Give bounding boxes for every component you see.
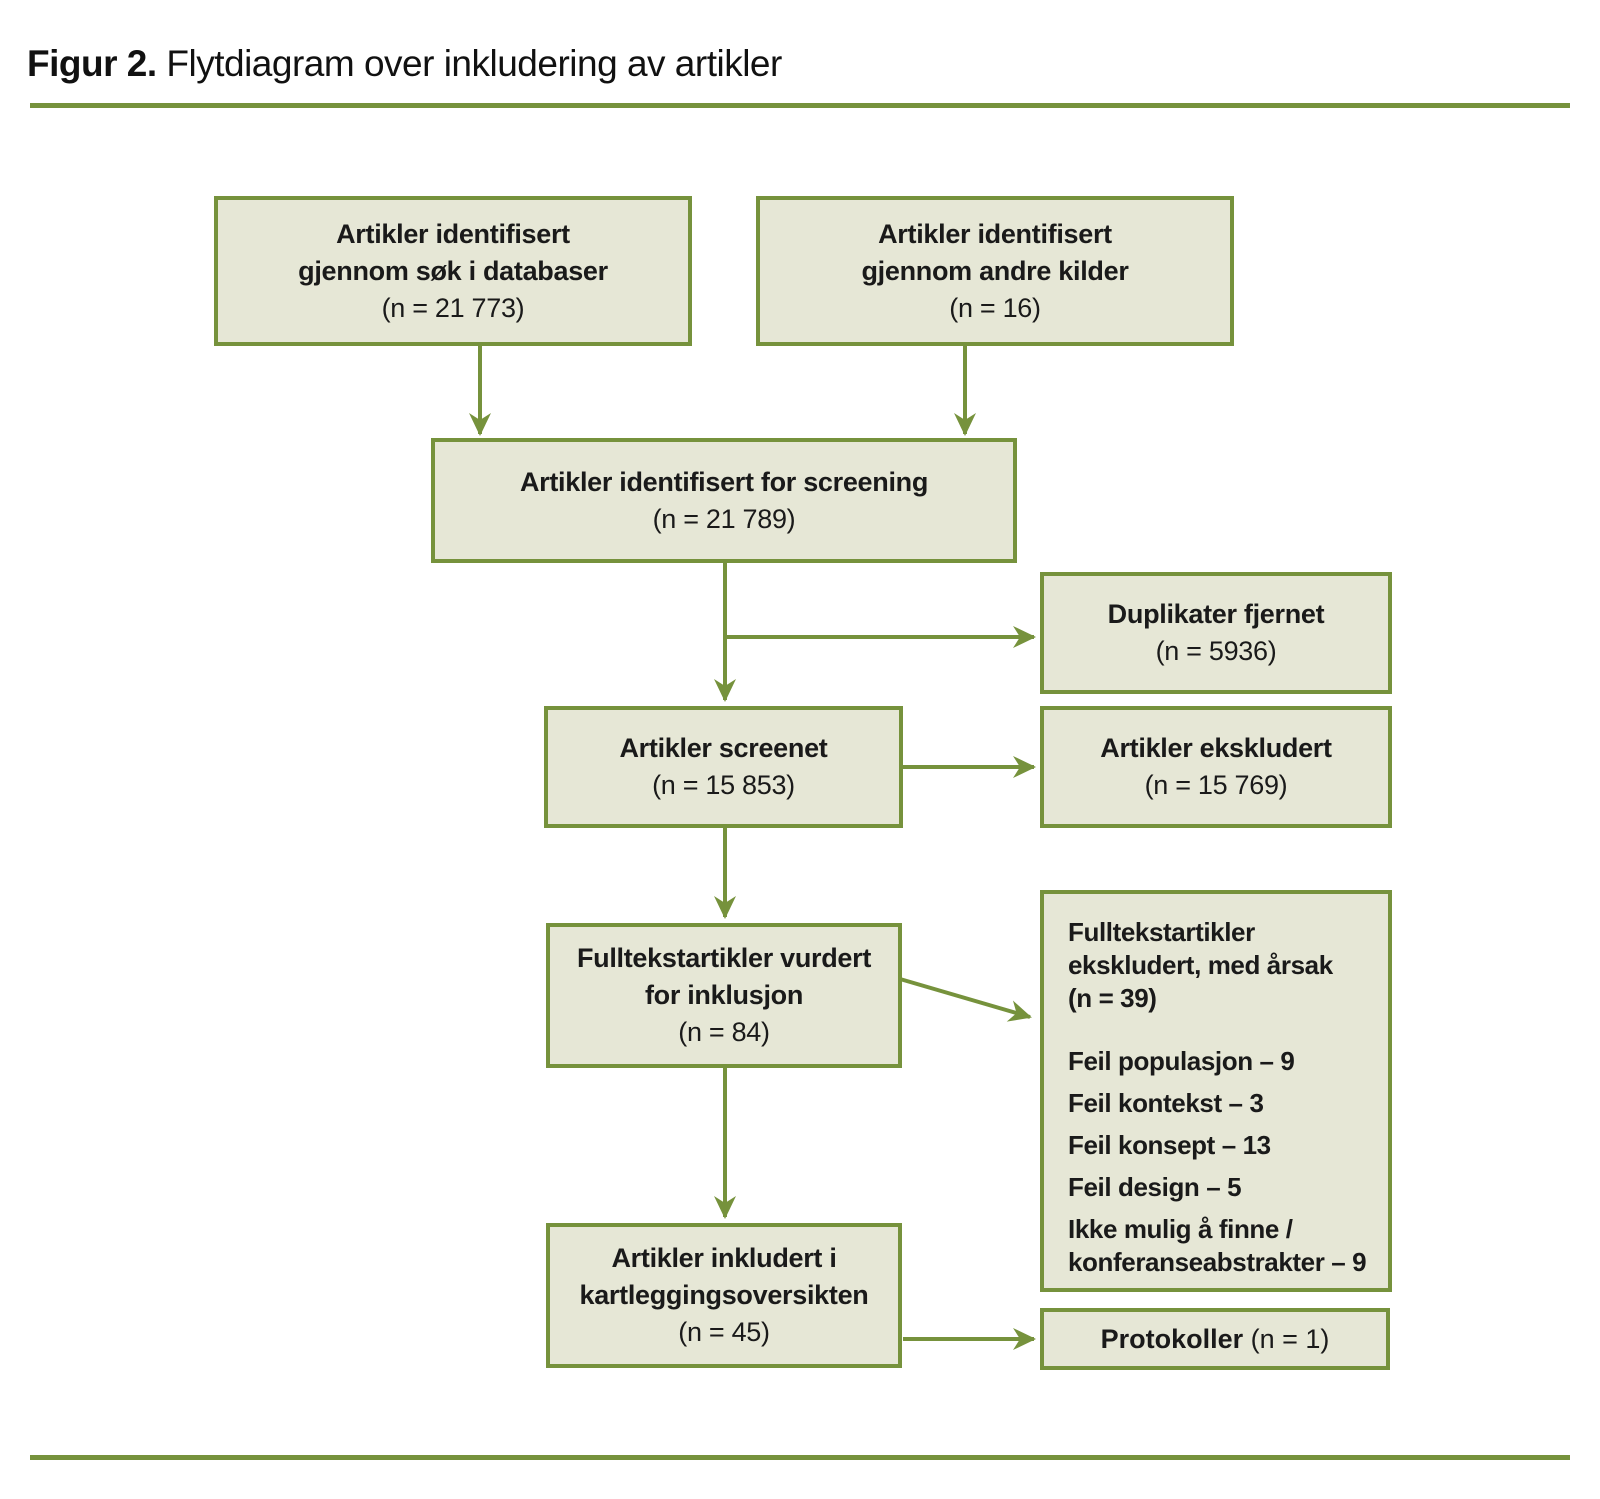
figure-title: Figur 2. Flytdiagram over inkludering av… (27, 40, 1567, 88)
box-n-value: (n = 21 773) (381, 292, 525, 323)
bottom-divider (30, 1455, 1570, 1460)
figure-caption: Flytdiagram over inkludering av artikler (156, 43, 782, 84)
box-text-line: Artikler inkludert i (611, 1243, 837, 1273)
box-n-value: (n = 39) (1068, 983, 1157, 1013)
box-included: Artikler inkludert i kartleggingsoversik… (546, 1223, 902, 1368)
box-n-value: (n = 1) (1243, 1323, 1330, 1354)
box-excluded: Artikler ekskludert (n = 15 769) (1040, 706, 1392, 828)
box-text-line: Protokoller (1100, 1323, 1244, 1354)
box-text-line: Artikler identifisert for screening (519, 466, 929, 497)
box-text-line: Duplikater fjernet (1107, 599, 1325, 629)
box-fulltext-excluded-reasons: Fulltekstartikler ekskludert, med årsak … (1040, 890, 1392, 1292)
box-n-value: (n = 45) (678, 1317, 770, 1347)
box-text-line: Artikler ekskludert (1100, 733, 1332, 763)
box-n-value: (n = 21 789) (652, 503, 796, 534)
exclusion-reason: Feil populasjon – 9 (1068, 1046, 1295, 1076)
box-n-value: (n = 84) (678, 1017, 770, 1047)
box-screened: Artikler screenet (n = 15 853) (544, 706, 903, 828)
box-text-line: Artikler identifisert (336, 218, 570, 249)
box-text-line: gjennom andre kilder (861, 255, 1129, 286)
box-text-line: kartleggingsoversikten (579, 1280, 869, 1310)
box-fulltext-assessed: Fulltekstartikler vurdert for inklusjon … (546, 923, 902, 1068)
box-text-line: gjennom søk i databaser (298, 255, 608, 286)
exclusion-reason: Ikke mulig å finne / konferanseabstrakte… (1068, 1214, 1367, 1277)
box-n-value: (n = 16) (949, 292, 1041, 323)
exclusion-reason: Feil design – 5 (1068, 1172, 1242, 1202)
arrow-fulltext-to-excluded-reasons (899, 977, 1032, 1022)
box-text-line: for inklusjon (644, 980, 804, 1010)
box-text-line: ekskludert, med årsak (1068, 950, 1333, 980)
figure-number-label: Figur 2. (27, 43, 157, 84)
box-n-value: (n = 15 853) (652, 770, 795, 800)
box-identified-databases: Artikler identifisert gjennom søk i data… (214, 196, 692, 346)
top-divider (30, 103, 1570, 108)
box-text-line: Artikler identifisert (878, 218, 1112, 249)
box-duplicates-removed: Duplikater fjernet (n = 5936) (1040, 572, 1392, 694)
box-identified-for-screening: Artikler identifisert for screening (n =… (431, 438, 1017, 563)
box-protocols: Protokoller (n = 1) (1040, 1308, 1390, 1370)
box-n-value: (n = 15 769) (1144, 770, 1288, 800)
box-n-value: (n = 5936) (1155, 636, 1277, 666)
box-text-line: Artikler screenet (619, 733, 828, 763)
exclusion-reason: Feil konsept – 13 (1068, 1130, 1271, 1160)
box-text-line: Fulltekstartikler (1068, 917, 1255, 947)
box-identified-other-sources: Artikler identifisert gjennom andre kild… (756, 196, 1234, 346)
box-text-line: Fulltekstartikler vurdert (576, 943, 872, 973)
exclusion-reason: Feil kontekst – 3 (1068, 1088, 1264, 1118)
